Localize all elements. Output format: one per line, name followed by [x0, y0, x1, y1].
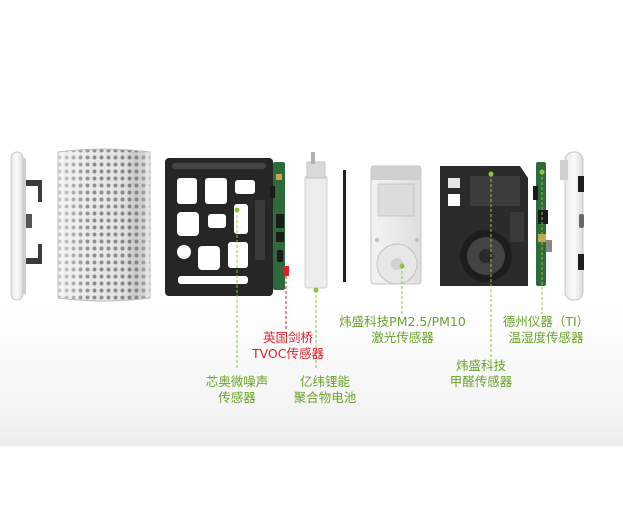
- leader-temp-humidity: [539, 169, 545, 314]
- left-end-cap: [10, 151, 42, 301]
- pm25-laser-sensor-module: [370, 165, 422, 285]
- label-temp-humidity-line2: 温湿度传感器: [508, 330, 584, 345]
- leader-tvoc: [283, 268, 289, 330]
- label-temp-humidity-sensor: 德州仪器（TI） 温湿度传感器: [496, 314, 596, 346]
- label-microphone-line2: 传感器: [218, 390, 256, 405]
- leader-formaldehyde: [488, 171, 494, 358]
- label-tvoc-sensor: 英国剑桥 TVOC传感器: [238, 330, 338, 362]
- label-formaldehyde-sensor: 炜盛科技 甲醛传感器: [440, 358, 522, 390]
- label-battery: 亿纬锂能 聚合物电池: [284, 374, 366, 406]
- label-pm25-sensor: 炜盛科技PM2.5/PM10 激光传感器: [335, 314, 470, 346]
- label-pm25-line2: 激光传感器: [371, 330, 434, 345]
- leader-battery: [313, 287, 319, 370]
- label-pm25-line1: 炜盛科技PM2.5/PM10: [339, 314, 466, 329]
- label-formaldehyde-line1: 炜盛科技: [455, 358, 506, 373]
- black-frame: [165, 158, 273, 296]
- label-battery-line2: 聚合物电池: [293, 390, 357, 405]
- label-microphone-sensor: 芯奥微噪声 传感器: [196, 374, 278, 406]
- label-formaldehyde-line2: 甲醛传感器: [449, 374, 513, 389]
- label-temp-humidity-line1: 德州仪器（TI）: [502, 314, 590, 329]
- label-battery-line1: 亿纬锂能: [299, 374, 350, 389]
- leader-microphone: [234, 207, 240, 370]
- label-microphone-line1: 芯奥微噪声: [205, 374, 269, 389]
- rear-frame-with-fan: [440, 166, 528, 286]
- metal-mesh-shell: [57, 148, 151, 302]
- thin-black-divider: [343, 170, 346, 282]
- polymer-battery: [304, 152, 328, 289]
- right-end-cap: [560, 151, 584, 301]
- leader-pm25: [399, 263, 405, 314]
- label-tvoc-line2: TVOC传感器: [251, 346, 325, 361]
- leader-lines: [234, 169, 545, 370]
- label-tvoc-line1: 英国剑桥: [262, 330, 313, 345]
